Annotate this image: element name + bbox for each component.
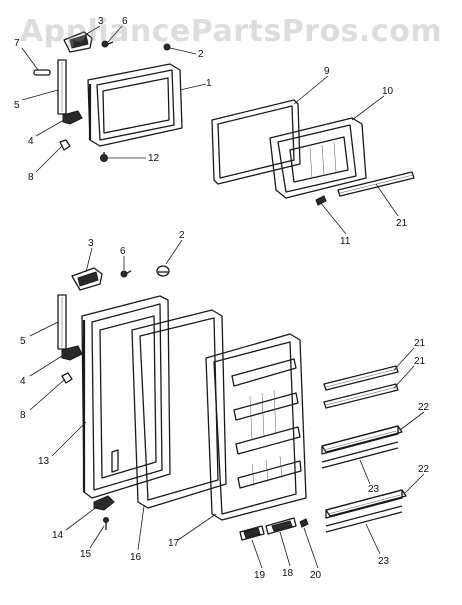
callout-6-top: 6 [122, 16, 128, 27]
part-5-hinge-bar-bottom [57, 294, 67, 350]
callout-17: 17 [168, 538, 180, 549]
part-13-fresh-food-door [81, 295, 171, 499]
callout-13: 13 [38, 456, 50, 467]
callout-3-bottom: 3 [88, 238, 94, 249]
part-20-screw [299, 518, 309, 528]
callout-20: 20 [310, 570, 322, 581]
callout-2-bottom: 2 [179, 230, 185, 241]
part-6-screw-top [101, 40, 114, 48]
part-9-freezer-gasket [211, 99, 301, 185]
callout-23-upper: 23 [368, 484, 380, 495]
part-16-fresh-food-gasket [131, 309, 227, 509]
part-3-hinge-top [63, 31, 93, 53]
part-2-plug-top [163, 43, 171, 51]
part-10-freezer-door-liner [269, 117, 367, 199]
callout-11: 11 [340, 236, 351, 247]
callout-5-top: 5 [14, 100, 20, 111]
part-8-screw-bottom [61, 372, 73, 384]
callout-15: 15 [80, 549, 92, 560]
callout-8-bottom: 8 [20, 410, 26, 421]
part-2-plug-bottom [156, 265, 170, 277]
part-5-hinge-bar-top [57, 59, 67, 115]
part-23-rods-upper [321, 441, 399, 469]
part-22-shelf-bar-upper [321, 425, 403, 455]
part-21-shelf-strip-1 [323, 365, 399, 391]
part-15-screw [103, 517, 109, 530]
callout-4-top: 4 [28, 136, 34, 147]
callout-6-bottom: 6 [120, 246, 126, 257]
part-3-hinge-bottom [71, 267, 103, 291]
part-4-hinge-lower-bottom [61, 345, 83, 361]
leader-lines [21, 25, 425, 569]
part-12-cam [100, 152, 108, 162]
callout-14: 14 [52, 530, 64, 541]
callout-22-lower: 22 [418, 464, 430, 475]
callout-5-bottom: 5 [20, 336, 26, 347]
callout-21-b: 21 [414, 356, 426, 367]
callout-22-upper: 22 [418, 402, 430, 413]
callout-19: 19 [254, 570, 266, 581]
callout-21-a: 21 [414, 338, 426, 349]
callout-16: 16 [130, 552, 142, 563]
part-22-shelf-bar-lower [325, 489, 407, 519]
part-1-freezer-door [87, 63, 183, 147]
callout-18: 18 [282, 568, 294, 579]
callout-21-top: 21 [396, 218, 408, 229]
callout-7: 7 [14, 38, 20, 49]
part-23-rods-lower [325, 505, 403, 533]
callout-2-top: 2 [198, 49, 204, 60]
callout-8-top: 8 [28, 172, 34, 183]
callout-10: 10 [382, 86, 394, 97]
part-21-shelf-strip-top [337, 171, 415, 197]
callout-12: 12 [148, 153, 160, 164]
part-11-screw [315, 195, 327, 206]
part-17-door-liner [205, 333, 307, 521]
part-8-screw-top [59, 139, 71, 151]
part-6-screw-bottom [120, 270, 132, 278]
part-19-handle-cap [239, 525, 265, 541]
callout-23-lower: 23 [378, 556, 390, 567]
callout-1: 1 [206, 78, 212, 89]
part-7-pin [33, 69, 51, 76]
callout-4-bottom: 4 [20, 376, 26, 387]
part-18-handle-cap [265, 517, 297, 535]
part-14-bracket [93, 495, 115, 511]
callout-labels: 7 5 3 6 2 1 4 8 12 9 10 11 21 3 6 2 5 4 … [14, 16, 430, 581]
callout-9: 9 [324, 66, 330, 77]
callout-3-top: 3 [98, 16, 104, 27]
part-21-shelf-strip-2 [323, 383, 399, 409]
